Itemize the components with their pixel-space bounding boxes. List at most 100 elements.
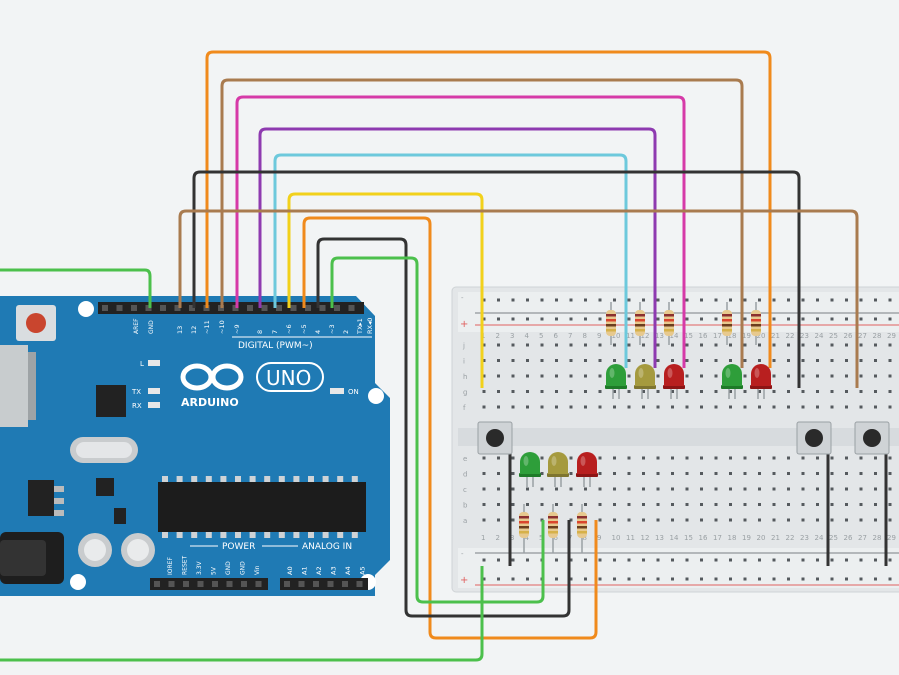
wire-pin12-black[interactable] — [192, 170, 801, 388]
chip-leg — [264, 476, 271, 482]
rail-hole — [526, 558, 529, 562]
wire-pin3-black[interactable] — [316, 237, 571, 618]
wire-pin9-brown[interactable] — [220, 78, 744, 368]
rail-hole — [569, 577, 573, 581]
rail-hole — [714, 317, 718, 321]
terminal-hole — [497, 456, 500, 460]
rail-hole — [598, 577, 602, 581]
terminal-hole — [671, 390, 674, 393]
terminal-hole — [729, 518, 732, 522]
terminal-hole — [743, 343, 747, 347]
terminal-hole — [874, 456, 877, 460]
terminal-hole — [714, 405, 718, 409]
reset-button-cap[interactable] — [26, 313, 46, 333]
pushbutton-3-cap[interactable] — [863, 429, 881, 447]
terminal-hole — [555, 359, 558, 362]
arduino-logo-text: ARDUINO — [181, 396, 239, 409]
on-label: ON — [348, 388, 359, 396]
terminal-hole — [511, 374, 515, 378]
terminal-hole — [743, 487, 747, 491]
led-red — [664, 364, 684, 386]
terminal-hole — [801, 405, 805, 409]
terminal-hole — [714, 518, 718, 522]
column-number: 20 — [757, 332, 766, 340]
wire-rail-green[interactable] — [0, 566, 484, 662]
rail-hole — [874, 577, 877, 581]
power-pin-label: 3.3V — [196, 560, 203, 575]
rail-hole — [845, 317, 848, 321]
terminal-hole — [642, 456, 645, 460]
pushbutton-2-cap[interactable] — [805, 429, 823, 447]
terminal-hole — [743, 503, 747, 506]
wire-pin13-brown[interactable] — [178, 209, 859, 388]
terminal-hole — [685, 518, 689, 522]
column-number: 7 — [568, 332, 572, 340]
wire-pin6-cyan[interactable] — [273, 153, 628, 368]
pushbutton-3[interactable] — [854, 421, 890, 455]
pushbuttons — [477, 421, 890, 455]
terminal-hole — [787, 405, 790, 409]
row-letter: b — [463, 502, 468, 510]
pushbutton-1[interactable] — [477, 421, 513, 455]
rail-hole — [627, 577, 631, 581]
terminal-hole — [787, 390, 790, 393]
atmega-chip — [158, 482, 366, 532]
terminal-hole — [859, 390, 863, 393]
terminal-hole — [874, 405, 877, 409]
terminal-hole — [743, 359, 747, 362]
wire-pin10-orange[interactable] — [205, 50, 772, 368]
chip-leg — [176, 532, 183, 538]
led-tx-indicator — [148, 388, 160, 394]
column-number: 13 — [655, 534, 664, 542]
column-number: 25 — [829, 534, 838, 542]
rail-hole — [685, 558, 689, 562]
digital-pin-label: 2 — [342, 330, 350, 334]
terminal-hole — [511, 503, 515, 506]
terminal-hole — [511, 359, 515, 362]
terminal-hole — [613, 359, 616, 362]
pushbutton-1-cap[interactable] — [486, 429, 504, 447]
row-letter: a — [463, 517, 467, 525]
header-hole — [255, 581, 262, 587]
terminal-hole — [613, 343, 616, 347]
leds — [519, 364, 772, 487]
terminal-hole — [598, 518, 602, 522]
wire-pin7-purple[interactable] — [258, 127, 657, 368]
mount-hole-2 — [368, 388, 384, 404]
terminal-hole — [656, 405, 660, 409]
wire-pin4-orange[interactable] — [302, 216, 598, 640]
terminal-hole — [584, 343, 587, 347]
analog-pin-label: A1 — [301, 566, 309, 575]
row-letter: e — [463, 455, 467, 463]
rail-hole — [888, 577, 892, 581]
power-pin-label: IOREF — [167, 557, 174, 575]
rail-hole — [787, 558, 790, 562]
resistor-band — [606, 319, 616, 322]
column-number: 24 — [815, 534, 824, 542]
rail-hole — [598, 317, 602, 321]
wire-pin5-yellow[interactable] — [287, 192, 484, 388]
led-highlight — [638, 368, 644, 378]
terminal-hole — [656, 359, 660, 362]
pushbutton-2[interactable] — [796, 421, 832, 455]
wire-pin2-green[interactable] — [330, 256, 545, 604]
terminal-hole — [627, 343, 631, 347]
power-pin-label: GND — [240, 561, 247, 575]
rail-hole — [555, 558, 558, 562]
resistor-body — [635, 310, 645, 336]
rail-hole — [772, 577, 776, 581]
terminal-hole — [888, 487, 892, 491]
terminal-hole — [671, 518, 674, 522]
rail-hole — [671, 558, 674, 562]
terminal-hole — [859, 405, 863, 409]
resistor-body — [577, 512, 587, 538]
wire-pin8-magenta[interactable] — [235, 95, 686, 368]
wire-gnd-left-green[interactable] — [0, 268, 152, 308]
row-letter: i — [463, 358, 465, 366]
rail-hole — [772, 317, 776, 321]
resistor-band — [548, 521, 558, 524]
terminal-hole — [787, 374, 790, 378]
terminal-hole — [656, 390, 660, 393]
terminal-hole — [830, 405, 834, 409]
